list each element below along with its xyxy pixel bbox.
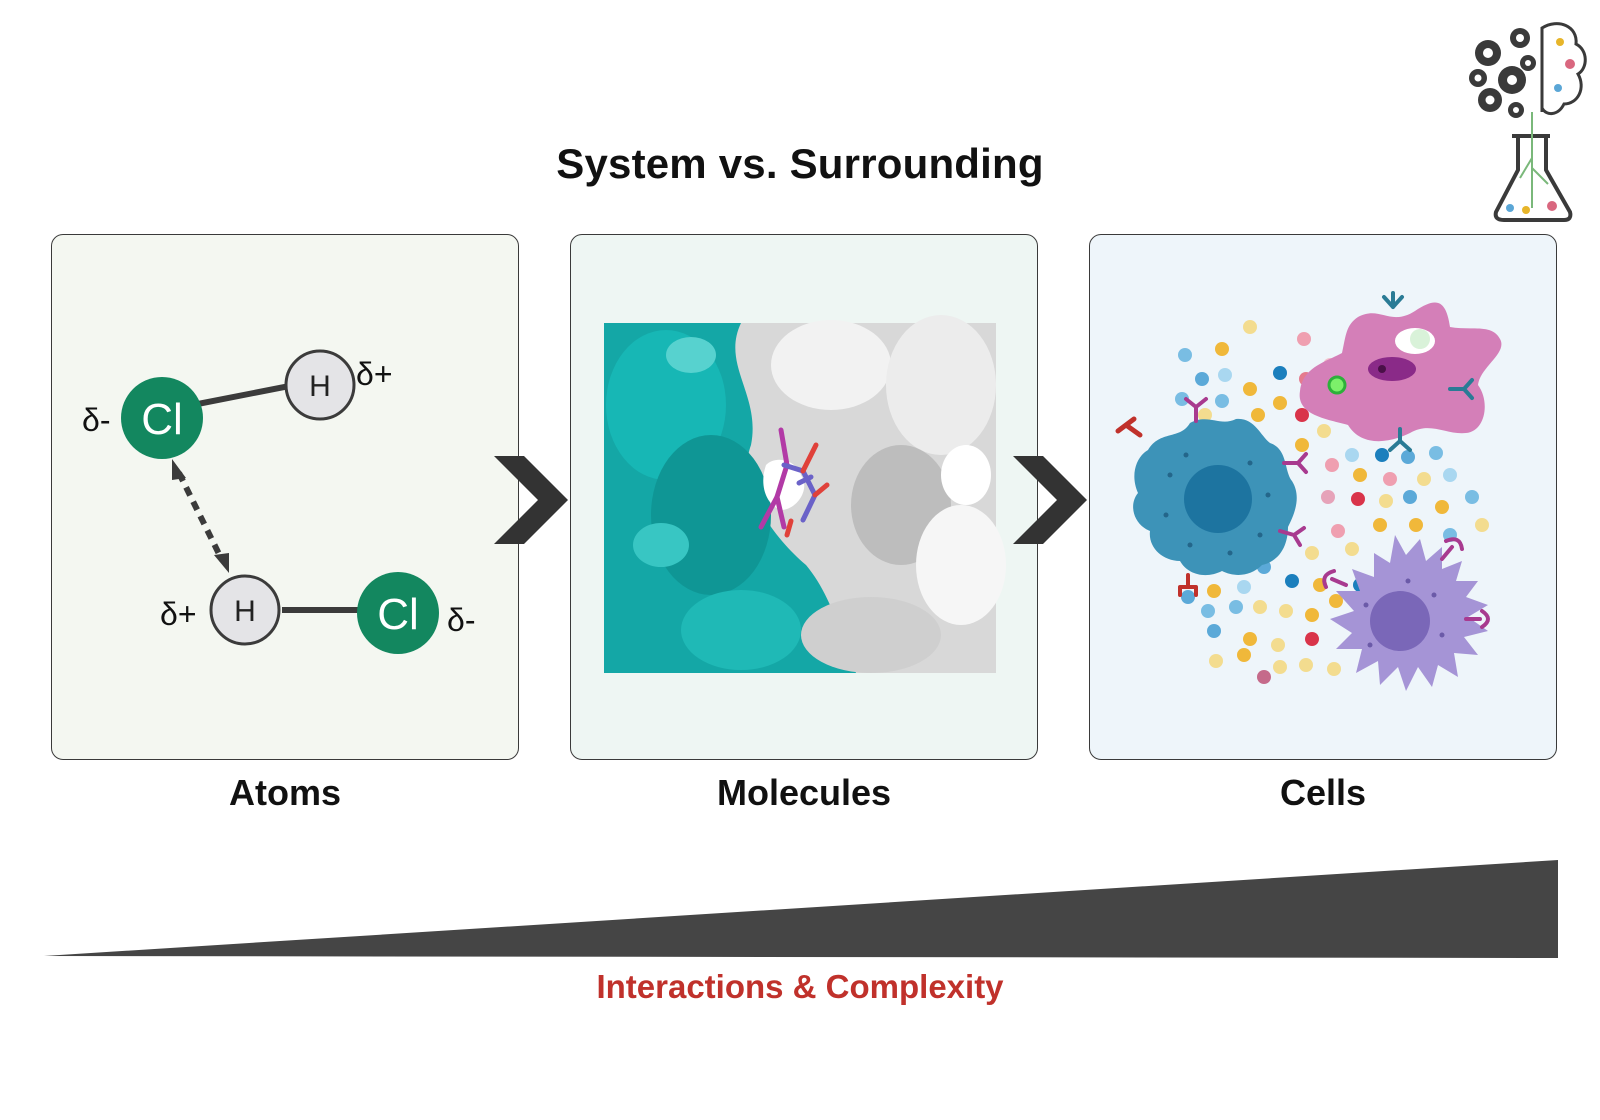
complexity-gradient-wedge <box>42 856 1562 967</box>
atoms-panel: Cl H H Cl δ- δ+ δ+ δ- <box>51 234 519 760</box>
charge-label-h1: δ+ <box>356 356 393 392</box>
diagram-title: System vs. Surrounding <box>556 140 1044 187</box>
molecules-panel <box>570 234 1038 760</box>
hydrogen-atom-1: H <box>284 349 356 421</box>
complexity-label: Interactions & Complexity <box>596 968 1004 1005</box>
charge-label-cl1: δ- <box>82 402 110 438</box>
hydrogen-atom-2: H <box>209 574 281 646</box>
blue-cell <box>1115 397 1308 597</box>
cytokine-particles <box>1175 320 1489 684</box>
hydrogen-atom-2-symbol: H <box>234 595 256 628</box>
chlorine-atom-1-symbol: Cl <box>141 395 183 444</box>
chlorine-atom-2-symbol: Cl <box>377 590 419 639</box>
chevron-right-icon <box>1013 456 1089 549</box>
atoms-label: Atoms <box>228 772 341 813</box>
cells-label: Cells <box>1279 772 1367 813</box>
molecules-label: Molecules <box>716 772 892 813</box>
charge-label-cl2: δ- <box>447 602 475 638</box>
brain-gears-flask-icon <box>1460 8 1590 233</box>
purple-cell <box>1322 535 1490 691</box>
chlorine-atom-1: Cl <box>121 377 203 459</box>
cells-panel <box>1089 234 1557 760</box>
charge-label-h2: δ+ <box>160 596 197 632</box>
chlorine-atom-2: Cl <box>357 572 439 654</box>
protein-surface-image <box>604 315 1006 673</box>
hydrogen-atom-1-symbol: H <box>309 370 331 403</box>
pink-cell <box>1299 291 1502 452</box>
chevron-right-icon <box>494 456 570 549</box>
